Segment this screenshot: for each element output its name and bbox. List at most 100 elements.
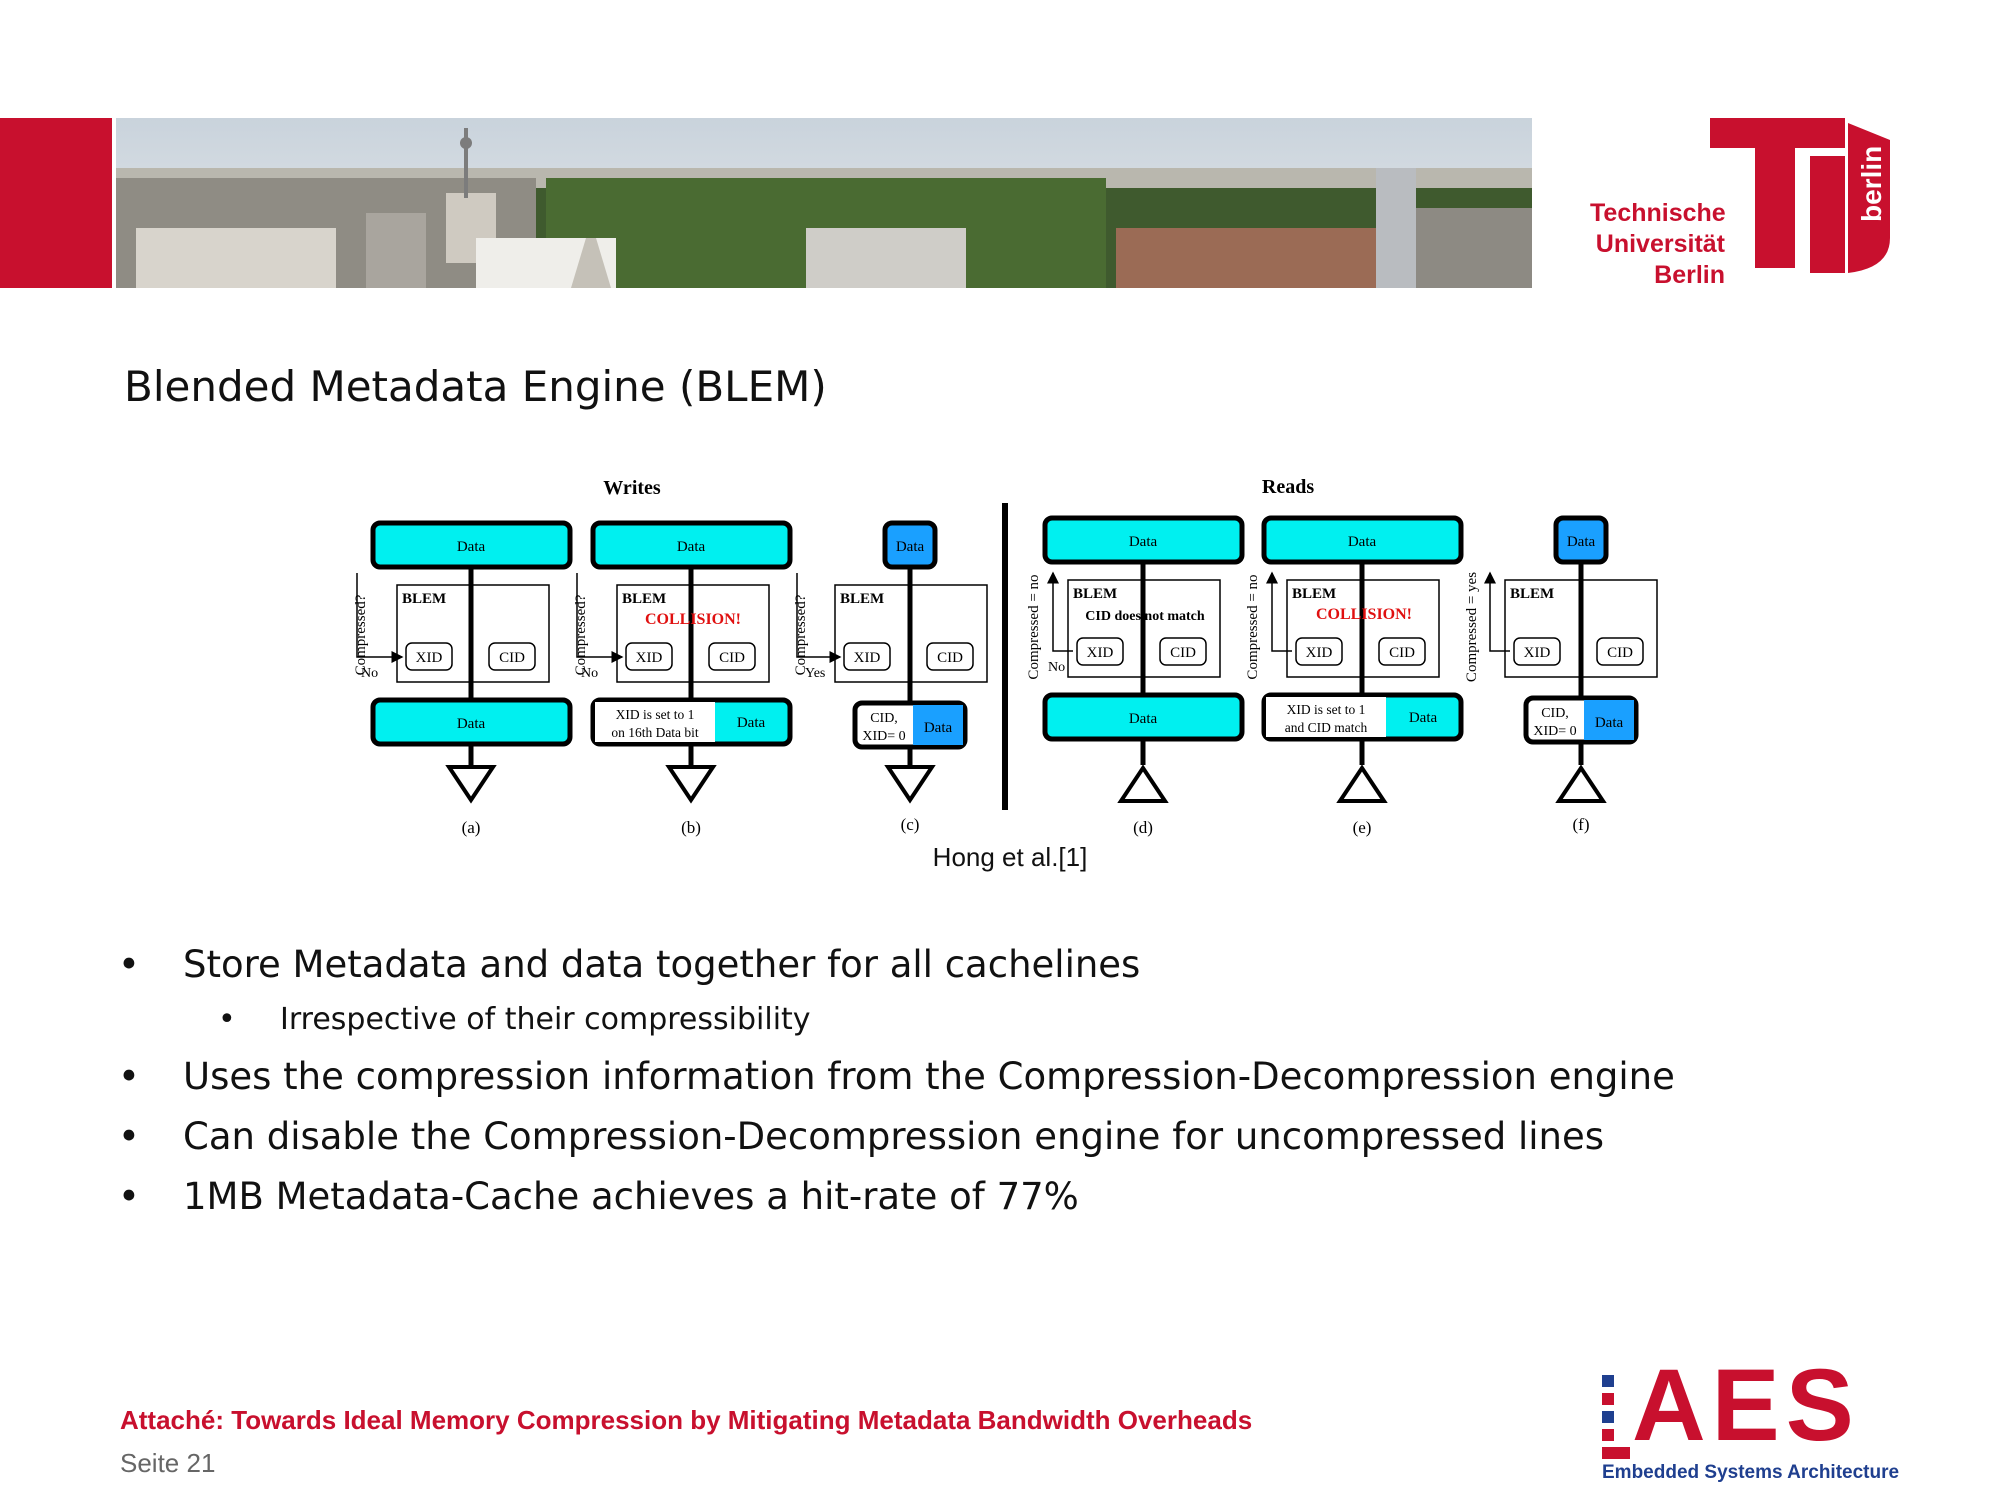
panel-f-xid-label: XID [1524,645,1551,661]
panel-a-blem-label: BLEM [402,591,446,607]
panel-b-data-bottom-label: Data [737,715,766,731]
panel-b-no: No [581,666,598,681]
panel-b-blem-label: BLEM [622,591,666,607]
university-name-line-1: Technische [1590,199,1726,227]
bullet-item: • Can disable the Compression-Decompress… [118,1112,1918,1172]
panel-c-cid-line1: CID, [870,711,898,726]
panel-e-data-bottom-label: Data [1409,710,1438,726]
skyline-image [116,118,1532,288]
footer-page-number: Seite 21 [120,1448,216,1478]
sub-bullet-dot: • [218,1002,236,1037]
panel-b-collision: COLLISION! [645,611,741,628]
panel-f-data-bottom-label: Data [1595,715,1624,731]
panel-e-blem-label: BLEM [1292,586,1336,602]
panel-d-xid-label: XID [1087,645,1114,661]
bullet-item: • 1MB Metadata-Cache achieves a hit-rate… [118,1172,1918,1232]
slide-title: Blended Metadata Engine (BLEM) [124,362,827,411]
panel-d-data-top-label: Data [1129,534,1158,550]
panel-f-xid [1513,637,1561,666]
aes-logo-mark [1602,1375,1630,1459]
panel-d-cid-label: CID [1170,645,1196,661]
university-name: Technische Universität Berlin [1590,198,1726,291]
panel-a-data-top-label: Data [457,539,486,555]
panel-b-cid [708,642,756,671]
panel-f: Data BLEM XID CID CID, XID= 0 Data (f) C… [1464,515,1658,834]
panel-e-cid [1378,637,1426,666]
sub-bullet-item: • Irrespective of their compressibility [118,1000,1918,1052]
bullet-item: • Uses the compression information from … [118,1052,1918,1112]
tu-berlin-logo [1710,118,1890,273]
panel-e-xid [1295,637,1343,666]
aes-logo-subtitle: Embedded Systems Architecture [1602,1462,1900,1483]
bullet-text: Store Metadata and data together for all… [183,943,1141,986]
university-name-line-3: Berlin [1654,261,1725,289]
bullet-text: Can disable the Compression-Decompressio… [183,1115,1605,1158]
panel-b-xid-label: XID [636,650,663,666]
reads-heading: Reads [1262,476,1314,498]
bullet-text: 1MB Metadata-Cache achieves a hit-rate o… [183,1175,1079,1218]
panel-d-data-bottom-label: Data [1129,711,1158,727]
panel-c-cid-line2: XID= 0 [862,729,905,744]
bullet-item: • Store Metadata and data together for a… [118,940,1918,1000]
panel-f-cid [1596,637,1644,666]
figure-source-caption: Hong et al.[1] [932,842,1088,872]
panel-c-data-top-label: Data [896,539,925,555]
panel-c-xid-label: XID [854,650,881,666]
panel-a-data-bottom-label: Data [457,716,486,732]
panel-a: Data BLEM XID CID Data (a) Compressed? N… [353,520,573,837]
panel-f-blem-label: BLEM [1510,586,1554,602]
panel-e-collision: COLLISION! [1316,606,1412,623]
panel-d-cid-no-match: CID does not match [1085,609,1205,624]
sub-bullet-text: Irrespective of their compressibility [280,1002,811,1037]
bullet-dot: • [118,1055,140,1098]
panel-b-xid-set-line2: on 16th Data bit [611,725,699,740]
bullet-text: Uses the compression information from th… [183,1055,1675,1098]
panel-f-label: (f) [1573,815,1590,834]
university-name-line-2: Universität [1595,230,1725,258]
panel-e-cid-label: CID [1389,645,1415,661]
panel-f-cid-line2: XID= 0 [1533,724,1576,739]
panel-c-data-bottom-label: Data [924,720,953,736]
panel-c: Data BLEM XID CID CID, XID= 0 Data (c) C… [793,520,988,834]
panel-e-label: (e) [1353,818,1372,837]
bullet-dot: • [118,1175,140,1218]
panel-c-yes: Yes [805,666,825,681]
university-city-tab: berlin [1856,145,1887,222]
panel-e-data-top-label: Data [1348,534,1377,550]
panel-e-xid-set-line2: and CID match [1285,720,1368,735]
panel-d-blem-label: BLEM [1073,586,1117,602]
writes-heading: Writes [603,477,661,499]
panel-f-data-top-label: Data [1567,534,1596,550]
panel-b-xid-set-line1: XID is set to 1 [616,707,695,722]
panel-f-compressed-yes: Compressed = yes [1464,572,1480,682]
blem-figure: Writes Reads Data BLEM XID CID Data (a) … [340,465,1670,875]
panel-d-label: (d) [1133,818,1153,837]
panel-d-cid [1159,637,1207,666]
panel-b-compressed-q: Compressed? [573,594,589,675]
aes-logo-letters: AES [1632,1348,1860,1462]
panel-c-xid [843,642,891,671]
bullet-dot: • [118,1115,140,1158]
panel-b-data-top-label: Data [677,539,706,555]
panel-d: Data BLEM CID does not match XID CID Dat… [1026,515,1245,837]
panel-e-xid-label: XID [1306,645,1333,661]
panel-c-blem-label: BLEM [840,591,884,607]
panel-c-compressed-q: Compressed? [793,594,809,675]
panel-b-cid-label: CID [719,650,745,666]
panel-a-compressed-q: Compressed? [353,594,369,675]
berlin-skyline-banner [116,118,1532,288]
blem-diagram: Writes Reads Data BLEM XID CID Data (a) … [353,476,1658,837]
panel-f-cid-label: CID [1607,645,1633,661]
footer-paper-title: Attaché: Towards Ideal Memory Compressio… [120,1405,1253,1435]
panel-d-compressed-no: Compressed = no [1026,574,1042,679]
panel-c-cid-label: CID [937,650,963,666]
panel-a-xid [405,642,453,671]
panel-a-cid [488,642,536,671]
panel-e: Data BLEM COLLISION! XID CID XID is set … [1245,515,1464,837]
panel-a-label: (a) [462,818,481,837]
panel-f-cid-line1: CID, [1541,706,1569,721]
bullet-list: • Store Metadata and data together for a… [118,940,1918,1232]
panel-a-xid-label: XID [416,650,443,666]
panel-a-cid-label: CID [499,650,525,666]
panel-e-compressed-no: Compressed = no [1245,574,1261,679]
